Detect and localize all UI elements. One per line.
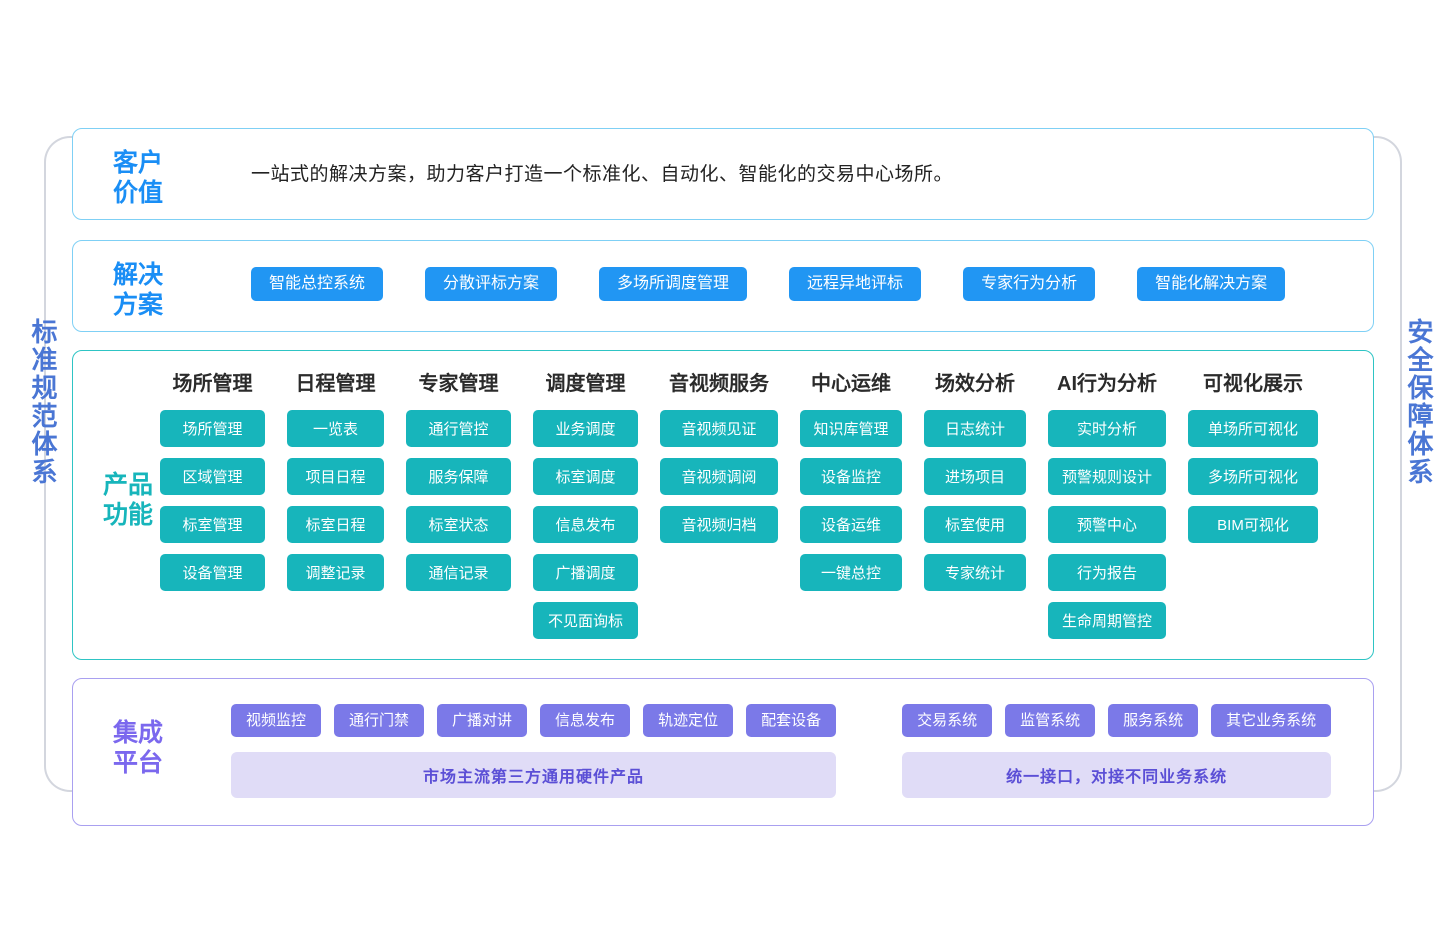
product-feature-chip[interactable]: 一键总控 bbox=[800, 554, 902, 591]
solution-chip[interactable]: 专家行为分析 bbox=[963, 267, 1096, 301]
integration-title-line2: 平台 bbox=[112, 748, 163, 777]
product-column-header: 音视频服务 bbox=[669, 373, 769, 395]
product-feature-chip[interactable]: 信息发布 bbox=[533, 506, 638, 543]
product-column: 日程管理一览表项目日程标室日程调整记录 bbox=[287, 372, 384, 591]
product-feature-chip[interactable]: 生命周期管控 bbox=[1048, 602, 1166, 639]
product-column-header: 场所管理 bbox=[172, 373, 253, 395]
product-column-header: 场效分析 bbox=[935, 373, 1015, 395]
product-column: 可视化展示单场所可视化多场所可视化 BIM可视化 bbox=[1188, 372, 1318, 543]
integration-chip[interactable]: 轨迹定位 bbox=[643, 704, 734, 737]
panel-title-integration: 集成 平台 bbox=[99, 719, 177, 778]
product-column-header: 可视化展示 bbox=[1203, 373, 1303, 395]
product-feature-chip[interactable]: 知识库管理 bbox=[800, 410, 902, 447]
customer-value-title-line1: 客户 bbox=[112, 149, 163, 177]
product-feature-chip[interactable]: 标室管理 bbox=[160, 506, 265, 543]
product-column-header: 中心运维 bbox=[811, 373, 891, 395]
product-feature-chip[interactable]: 进场项目 bbox=[924, 458, 1026, 495]
product-feature-chip[interactable]: 设备运维 bbox=[800, 506, 902, 543]
panel-solution: 解决 方案 智能总控系统 分散评标方案 多场所调度管理 远程异地评标 专家行为分析 智能化… bbox=[72, 240, 1374, 332]
product-column: 场所管理场所管理区域管理标室管理设备管理 bbox=[160, 372, 265, 591]
product-column-header: AI行为分析 bbox=[1057, 373, 1157, 395]
integration-chip[interactable]: 服务系统 bbox=[1108, 704, 1199, 737]
product-feature-chip[interactable]: 单场所可视化 bbox=[1188, 410, 1318, 447]
product-column: AI行为分析实时分析预警规则设计预警中心行为报告生命周期管控 bbox=[1048, 372, 1166, 639]
product-feature-chip[interactable]: 通行管控 bbox=[406, 410, 511, 447]
product-feature-chip[interactable]: 一览表 bbox=[287, 410, 384, 447]
product-column-grid: 场所管理场所管理区域管理标室管理设备管理日程管理一览表项目日程标室日程调整记录专… bbox=[160, 372, 1318, 639]
product-feature-chip[interactable]: 预警中心 bbox=[1048, 506, 1166, 543]
product-feature-chip[interactable]: 调整记录 bbox=[287, 554, 384, 591]
integration-chip[interactable]: 通行门禁 bbox=[334, 704, 425, 737]
product-feature-chip[interactable]: 专家统计 bbox=[924, 554, 1026, 591]
product-feature-chip[interactable]: 音视频调阅 bbox=[660, 458, 778, 495]
product-feature-chip[interactable]: 音视频见证 bbox=[660, 410, 778, 447]
solution-chip[interactable]: 分散评标方案 bbox=[425, 267, 558, 301]
panel-title-product-functions: 产品 功能 bbox=[88, 471, 168, 530]
product-feature-chip[interactable]: 标室状态 bbox=[406, 506, 511, 543]
integration-group: 视频监控通行门禁广播对讲信息发布轨迹定位配套设备市场主流第三方通用硬件产品 bbox=[231, 704, 837, 798]
product-feature-chip[interactable]: 多场所可视化 bbox=[1188, 458, 1318, 495]
product-title-line1: 产品 bbox=[102, 471, 153, 499]
integration-chip[interactable]: 配套设备 bbox=[746, 704, 837, 737]
product-feature-chip[interactable]: 行为报告 bbox=[1048, 554, 1166, 591]
product-feature-chip[interactable]: 不见面询标 bbox=[533, 602, 638, 639]
product-feature-chip[interactable]: 实时分析 bbox=[1048, 410, 1166, 447]
integration-group-row: 视频监控通行门禁广播对讲信息发布轨迹定位配套设备市场主流第三方通用硬件产品交易系… bbox=[231, 704, 1349, 798]
solution-title-line2: 方案 bbox=[112, 290, 163, 319]
product-column-header: 调度管理 bbox=[545, 373, 626, 395]
product-column: 音视频服务音视频见证音视频调阅音视频归档 bbox=[660, 372, 778, 543]
panel-title-solution: 解决 方案 bbox=[99, 261, 177, 320]
product-feature-chip[interactable]: 场所管理 bbox=[160, 410, 265, 447]
product-feature-chip[interactable]: 区域管理 bbox=[160, 458, 265, 495]
panel-title-customer-value: 客户 价值 bbox=[99, 149, 177, 208]
product-feature-chip[interactable]: BIM可视化 bbox=[1188, 506, 1318, 543]
integration-summary-bar: 统一接口，对接不同业务系统 bbox=[902, 752, 1332, 798]
product-feature-chip[interactable]: 标室日程 bbox=[287, 506, 384, 543]
product-feature-chip[interactable]: 设备监控 bbox=[800, 458, 902, 495]
solution-chip[interactable]: 多场所调度管理 bbox=[599, 267, 748, 301]
integration-content: 视频监控通行门禁广播对讲信息发布轨迹定位配套设备市场主流第三方通用硬件产品交易系… bbox=[231, 704, 1349, 798]
integration-chip[interactable]: 其它业务系统 bbox=[1211, 704, 1332, 737]
product-feature-chip[interactable]: 设备管理 bbox=[160, 554, 265, 591]
product-column: 场效分析日志统计进场项目标室使用专家统计 bbox=[924, 372, 1026, 591]
integration-chip[interactable]: 监管系统 bbox=[1005, 704, 1096, 737]
integration-chip[interactable]: 信息发布 bbox=[540, 704, 631, 737]
solution-title-line1: 解决 bbox=[112, 261, 163, 289]
product-feature-chip[interactable]: 项目日程 bbox=[287, 458, 384, 495]
product-column-header: 日程管理 bbox=[295, 373, 376, 395]
customer-value-title-line2: 价值 bbox=[112, 178, 163, 207]
product-feature-chip[interactable]: 标室调度 bbox=[533, 458, 638, 495]
product-feature-chip[interactable]: 广播调度 bbox=[533, 554, 638, 591]
panel-customer-value: 客户 价值 一站式的解决方案，助力客户打造一个标准化、自动化、智能化的交易中心场… bbox=[72, 128, 1374, 220]
integration-chip[interactable]: 视频监控 bbox=[231, 704, 322, 737]
product-column-header: 专家管理 bbox=[418, 373, 499, 395]
integration-chip[interactable]: 广播对讲 bbox=[437, 704, 528, 737]
product-feature-chip[interactable]: 通信记录 bbox=[406, 554, 511, 591]
integration-summary-bar: 市场主流第三方通用硬件产品 bbox=[231, 752, 837, 798]
product-title-line2: 功能 bbox=[102, 500, 153, 529]
integration-chip[interactable]: 交易系统 bbox=[902, 704, 993, 737]
integration-group: 交易系统监管系统服务系统其它业务系统统一接口，对接不同业务系统 bbox=[902, 704, 1332, 798]
solution-chip[interactable]: 智能化解决方案 bbox=[1137, 267, 1286, 301]
product-feature-chip[interactable]: 业务调度 bbox=[533, 410, 638, 447]
side-label-standards: 标准规范体系 bbox=[28, 318, 58, 486]
solution-chip-row: 智能总控系统 分散评标方案 多场所调度管理 远程异地评标 专家行为分析 智能化解决方案 bbox=[251, 267, 1349, 301]
product-feature-chip[interactable]: 标室使用 bbox=[924, 506, 1026, 543]
product-column: 专家管理通行管控服务保障标室状态通信记录 bbox=[406, 372, 511, 591]
product-feature-chip[interactable]: 日志统计 bbox=[924, 410, 1026, 447]
solution-chip[interactable]: 智能总控系统 bbox=[251, 267, 384, 301]
panel-integration-platform: 集成 平台 视频监控通行门禁广播对讲信息发布轨迹定位配套设备市场主流第三方通用硬… bbox=[72, 678, 1374, 826]
product-feature-chip[interactable]: 音视频归档 bbox=[660, 506, 778, 543]
side-label-security: 安全保障体系 bbox=[1404, 318, 1434, 486]
product-column: 中心运维知识库管理设备监控设备运维一键总控 bbox=[800, 372, 902, 591]
customer-value-text: 一站式的解决方案，助力客户打造一个标准化、自动化、智能化的交易中心场所。 bbox=[251, 164, 954, 185]
product-feature-chip[interactable]: 预警规则设计 bbox=[1048, 458, 1166, 495]
product-feature-chip[interactable]: 服务保障 bbox=[406, 458, 511, 495]
integration-chip-row: 视频监控通行门禁广播对讲信息发布轨迹定位配套设备 bbox=[231, 704, 837, 737]
solution-chip[interactable]: 远程异地评标 bbox=[789, 267, 922, 301]
integration-title-line1: 集成 bbox=[112, 719, 163, 747]
integration-chip-row: 交易系统监管系统服务系统其它业务系统 bbox=[902, 704, 1332, 737]
product-column: 调度管理业务调度标室调度信息发布广播调度不见面询标 bbox=[533, 372, 638, 639]
